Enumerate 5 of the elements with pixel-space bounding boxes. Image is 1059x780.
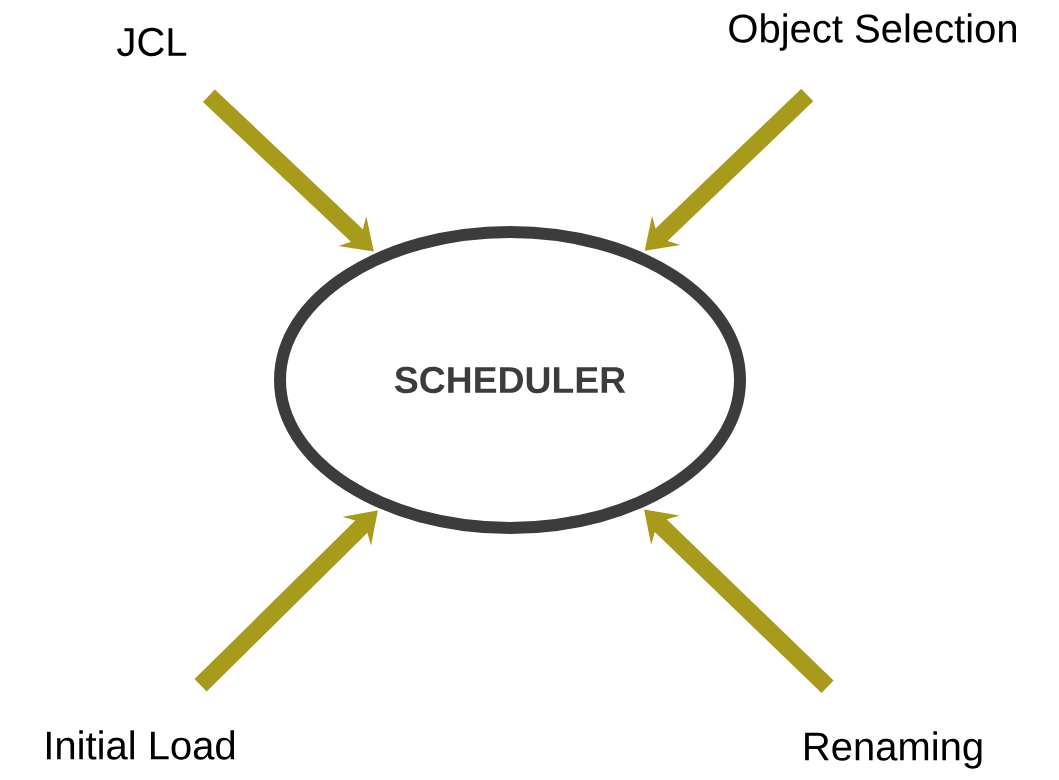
input-label: Object Selection [729, 13, 1016, 51]
input-label: Initial Load [46, 730, 235, 760]
arrow [194, 510, 378, 692]
input-label: Renaming [805, 731, 982, 769]
input-label: JCL [117, 27, 187, 57]
